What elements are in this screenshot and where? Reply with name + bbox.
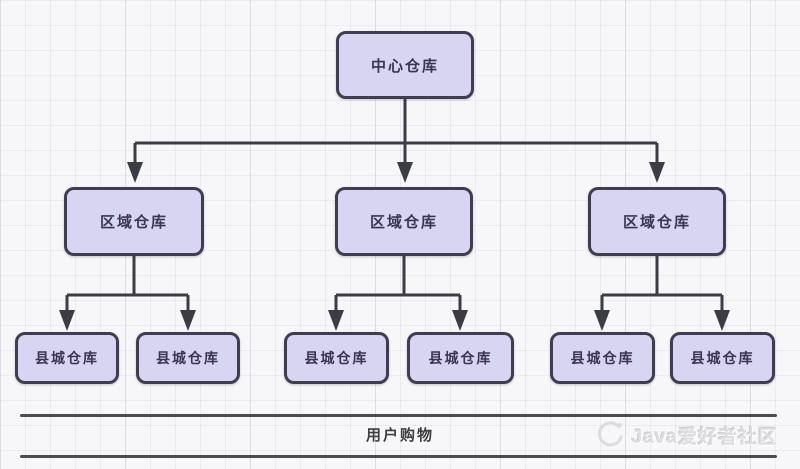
regional-warehouse-node-1: 区域仓库 (64, 187, 204, 256)
regional-warehouse-node-2: 区域仓库 (335, 187, 473, 256)
county-warehouse-label: 县城仓库 (156, 350, 220, 366)
arrow-down-icon (649, 162, 665, 183)
county-warehouse-label: 县城仓库 (690, 350, 755, 366)
watermark: Java爱好者社区 (593, 420, 778, 450)
community-logo-icon (597, 421, 623, 447)
divider-line-top (20, 414, 777, 417)
regional-warehouse-label: 区域仓库 (369, 214, 438, 231)
arrow-down-icon (127, 162, 143, 183)
county-warehouse-node-1: 县城仓库 (15, 332, 119, 384)
arrow-down-icon (397, 162, 413, 183)
central-warehouse-node: 中心仓库 (336, 31, 474, 99)
central-warehouse-label: 中心仓库 (370, 57, 439, 75)
arrow-down-icon (180, 310, 196, 331)
county-warehouse-node-5: 县城仓库 (550, 332, 655, 384)
footer-label: 用户购物 (365, 427, 434, 444)
regional-warehouse-label: 区域仓库 (99, 214, 168, 231)
divider-line-bottom (20, 455, 777, 458)
regional-warehouse-label: 区域仓库 (622, 214, 691, 231)
arrow-down-icon (714, 310, 730, 331)
county-warehouse-label: 县城仓库 (35, 350, 99, 366)
watermark-text: Java爱好者社区 (631, 426, 778, 448)
arrow-down-icon (452, 310, 468, 331)
county-warehouse-label: 县城仓库 (304, 350, 369, 366)
county-warehouse-node-2: 县城仓库 (136, 332, 240, 384)
arrow-down-icon (594, 310, 610, 331)
regional-warehouse-node-3: 区域仓库 (588, 187, 726, 256)
arrow-down-icon (328, 310, 344, 331)
county-warehouse-label: 县城仓库 (570, 350, 635, 366)
arrow-down-icon (59, 310, 75, 331)
county-warehouse-label: 县城仓库 (428, 350, 493, 366)
county-warehouse-node-6: 县城仓库 (670, 332, 775, 384)
county-warehouse-node-3: 县城仓库 (284, 332, 389, 384)
county-warehouse-node-4: 县城仓库 (407, 332, 514, 384)
